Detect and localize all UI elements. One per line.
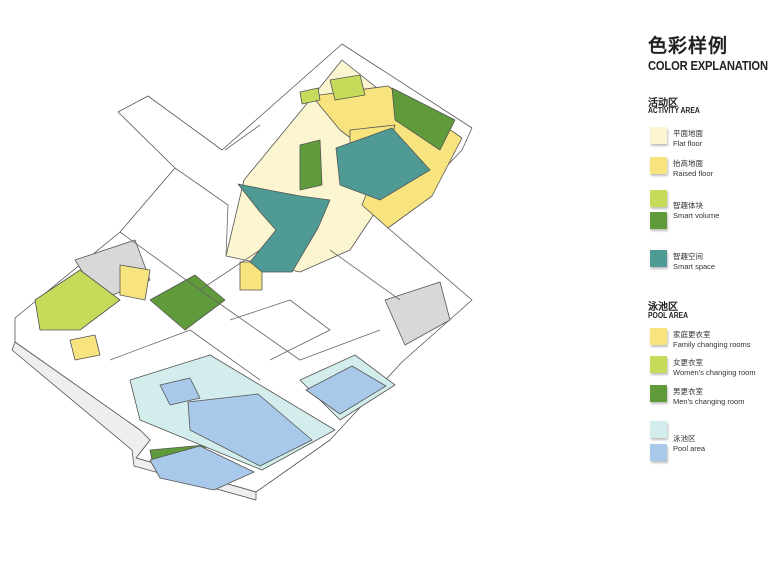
swatch-women-changing xyxy=(650,356,667,373)
pool xyxy=(305,365,387,415)
swatch-pool xyxy=(650,444,667,461)
service-area xyxy=(384,281,451,346)
pool xyxy=(187,393,313,467)
pool-section-title-cn: 泳池区 xyxy=(648,302,678,313)
swatch-smart-space xyxy=(650,250,667,267)
smart-volume xyxy=(299,139,323,191)
legend-title-en: COLOR EXPLANATION xyxy=(648,58,768,73)
swatch-pool-surround xyxy=(650,421,667,438)
building-base-edge xyxy=(11,341,257,501)
swatch-family-changing xyxy=(650,328,667,345)
pool xyxy=(149,445,255,491)
smart-space xyxy=(237,183,331,273)
swatch-men-changing xyxy=(650,385,667,402)
pool-section-title-en: POOL AREA xyxy=(648,311,689,320)
men-changing-area xyxy=(149,274,226,331)
smart-space xyxy=(335,127,431,201)
smart-volume xyxy=(391,87,456,151)
swatch-flat-floor xyxy=(650,127,667,144)
family-changing-area xyxy=(69,334,101,361)
swatch-smart-volume-light xyxy=(650,190,667,207)
color-legend: 色彩样例 COLOR EXPLANATION 活动区 ACTIVITY AREA… xyxy=(648,36,780,461)
activity-section-title-en: ACTIVITY AREA xyxy=(648,106,700,115)
axonometric-floor-plan xyxy=(11,43,473,501)
legend-title-cn: 色彩样例 xyxy=(648,36,729,57)
family-changing-area xyxy=(119,264,151,301)
swatch-raised-floor xyxy=(650,157,667,174)
swatch-smart-volume-dark xyxy=(650,212,667,229)
smart-volume xyxy=(299,87,321,105)
activity-section-title-cn: 活动区 xyxy=(648,98,678,109)
smart-volume xyxy=(329,74,366,101)
pool xyxy=(159,377,201,406)
women-changing-area xyxy=(34,269,121,331)
